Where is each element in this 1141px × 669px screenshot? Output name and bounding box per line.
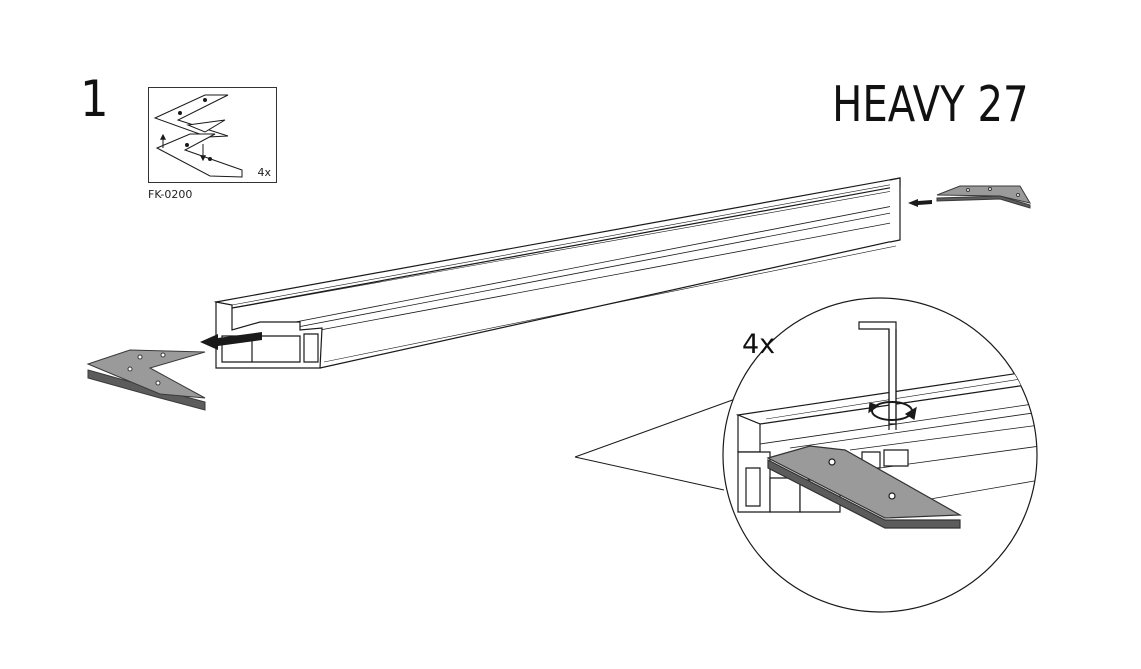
part-box: 4x <box>148 87 277 183</box>
part-code: FK-0200 <box>148 188 193 201</box>
insert-arrow-right <box>908 199 932 207</box>
detail-callout <box>574 297 1038 613</box>
part-quantity: 4x <box>257 166 271 179</box>
product-title: HEAVY 27 <box>832 76 1029 133</box>
insert-arrow-left <box>200 332 262 350</box>
part-box-illustration <box>153 94 243 178</box>
step-number: 1 <box>80 70 109 128</box>
corner-plate-right <box>936 185 1032 209</box>
rail-profile <box>213 177 901 369</box>
corner-plate-left <box>86 349 206 411</box>
detail-quantity: 4x <box>742 329 776 360</box>
